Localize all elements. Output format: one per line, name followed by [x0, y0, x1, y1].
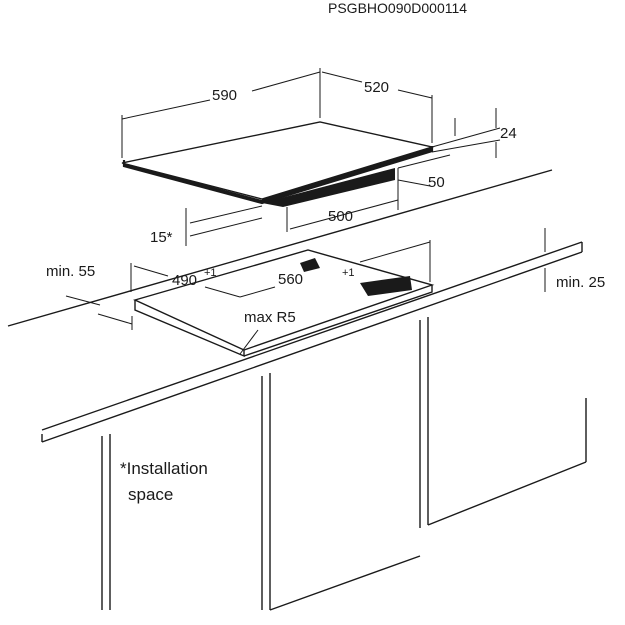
cutout [132, 249, 435, 358]
label-560: 560 [278, 271, 303, 288]
hob-under-box [262, 168, 395, 207]
dim-560: 560 +1 [239, 240, 431, 298]
dim-radius: max R5 [239, 309, 296, 355]
label-15: 15* [150, 229, 173, 246]
dim-min55: min. 55 [46, 263, 133, 330]
cutout-notch-left [300, 258, 320, 272]
cutout-notch-right [360, 276, 412, 296]
hob [121, 121, 435, 207]
dim-24: 24 [431, 108, 517, 158]
cutout-outline [132, 249, 435, 351]
drawing-code: PSGBHO090D000114 [328, 0, 467, 16]
label-500: 500 [328, 208, 353, 225]
footnote-line1: *Installation [120, 459, 208, 478]
dim-15: 15* [150, 205, 263, 246]
worktop-front-bottom-edge [41, 251, 583, 443]
cabinet [101, 317, 587, 611]
hob-glass-top [121, 121, 435, 200]
cabinet-bottom-right [427, 461, 587, 526]
dim-590: 590 [121, 68, 321, 158]
dim-500: 500 [286, 199, 399, 232]
worktop [7, 169, 583, 443]
cutout-front-wall [134, 300, 245, 358]
hob-front-edge [124, 163, 262, 203]
label-490: 490 [172, 272, 197, 289]
label-560-tol: +1 [342, 267, 355, 279]
worktop-back-edge [7, 169, 553, 327]
cutout-side-wall [243, 285, 433, 357]
worktop-front-top-edge [41, 241, 583, 431]
label-24: 24 [500, 125, 517, 142]
dim-50: 50 [397, 154, 451, 210]
footnote-line2: space [128, 485, 173, 504]
hob-side-edge [262, 147, 432, 203]
dim-min25: min. 25 [544, 228, 605, 292]
label-min25: min. 25 [556, 274, 605, 291]
dim-520: 520 [321, 71, 433, 143]
label-490-tol: +1 [204, 267, 217, 279]
dim-490: 490 +1 [130, 263, 241, 298]
label-radius: max R5 [244, 309, 296, 326]
cabinet-bottom-middle [269, 555, 421, 611]
label-50: 50 [428, 174, 445, 191]
label-590: 590 [212, 87, 237, 104]
label-520: 520 [364, 79, 389, 96]
label-min55: min. 55 [46, 263, 95, 280]
